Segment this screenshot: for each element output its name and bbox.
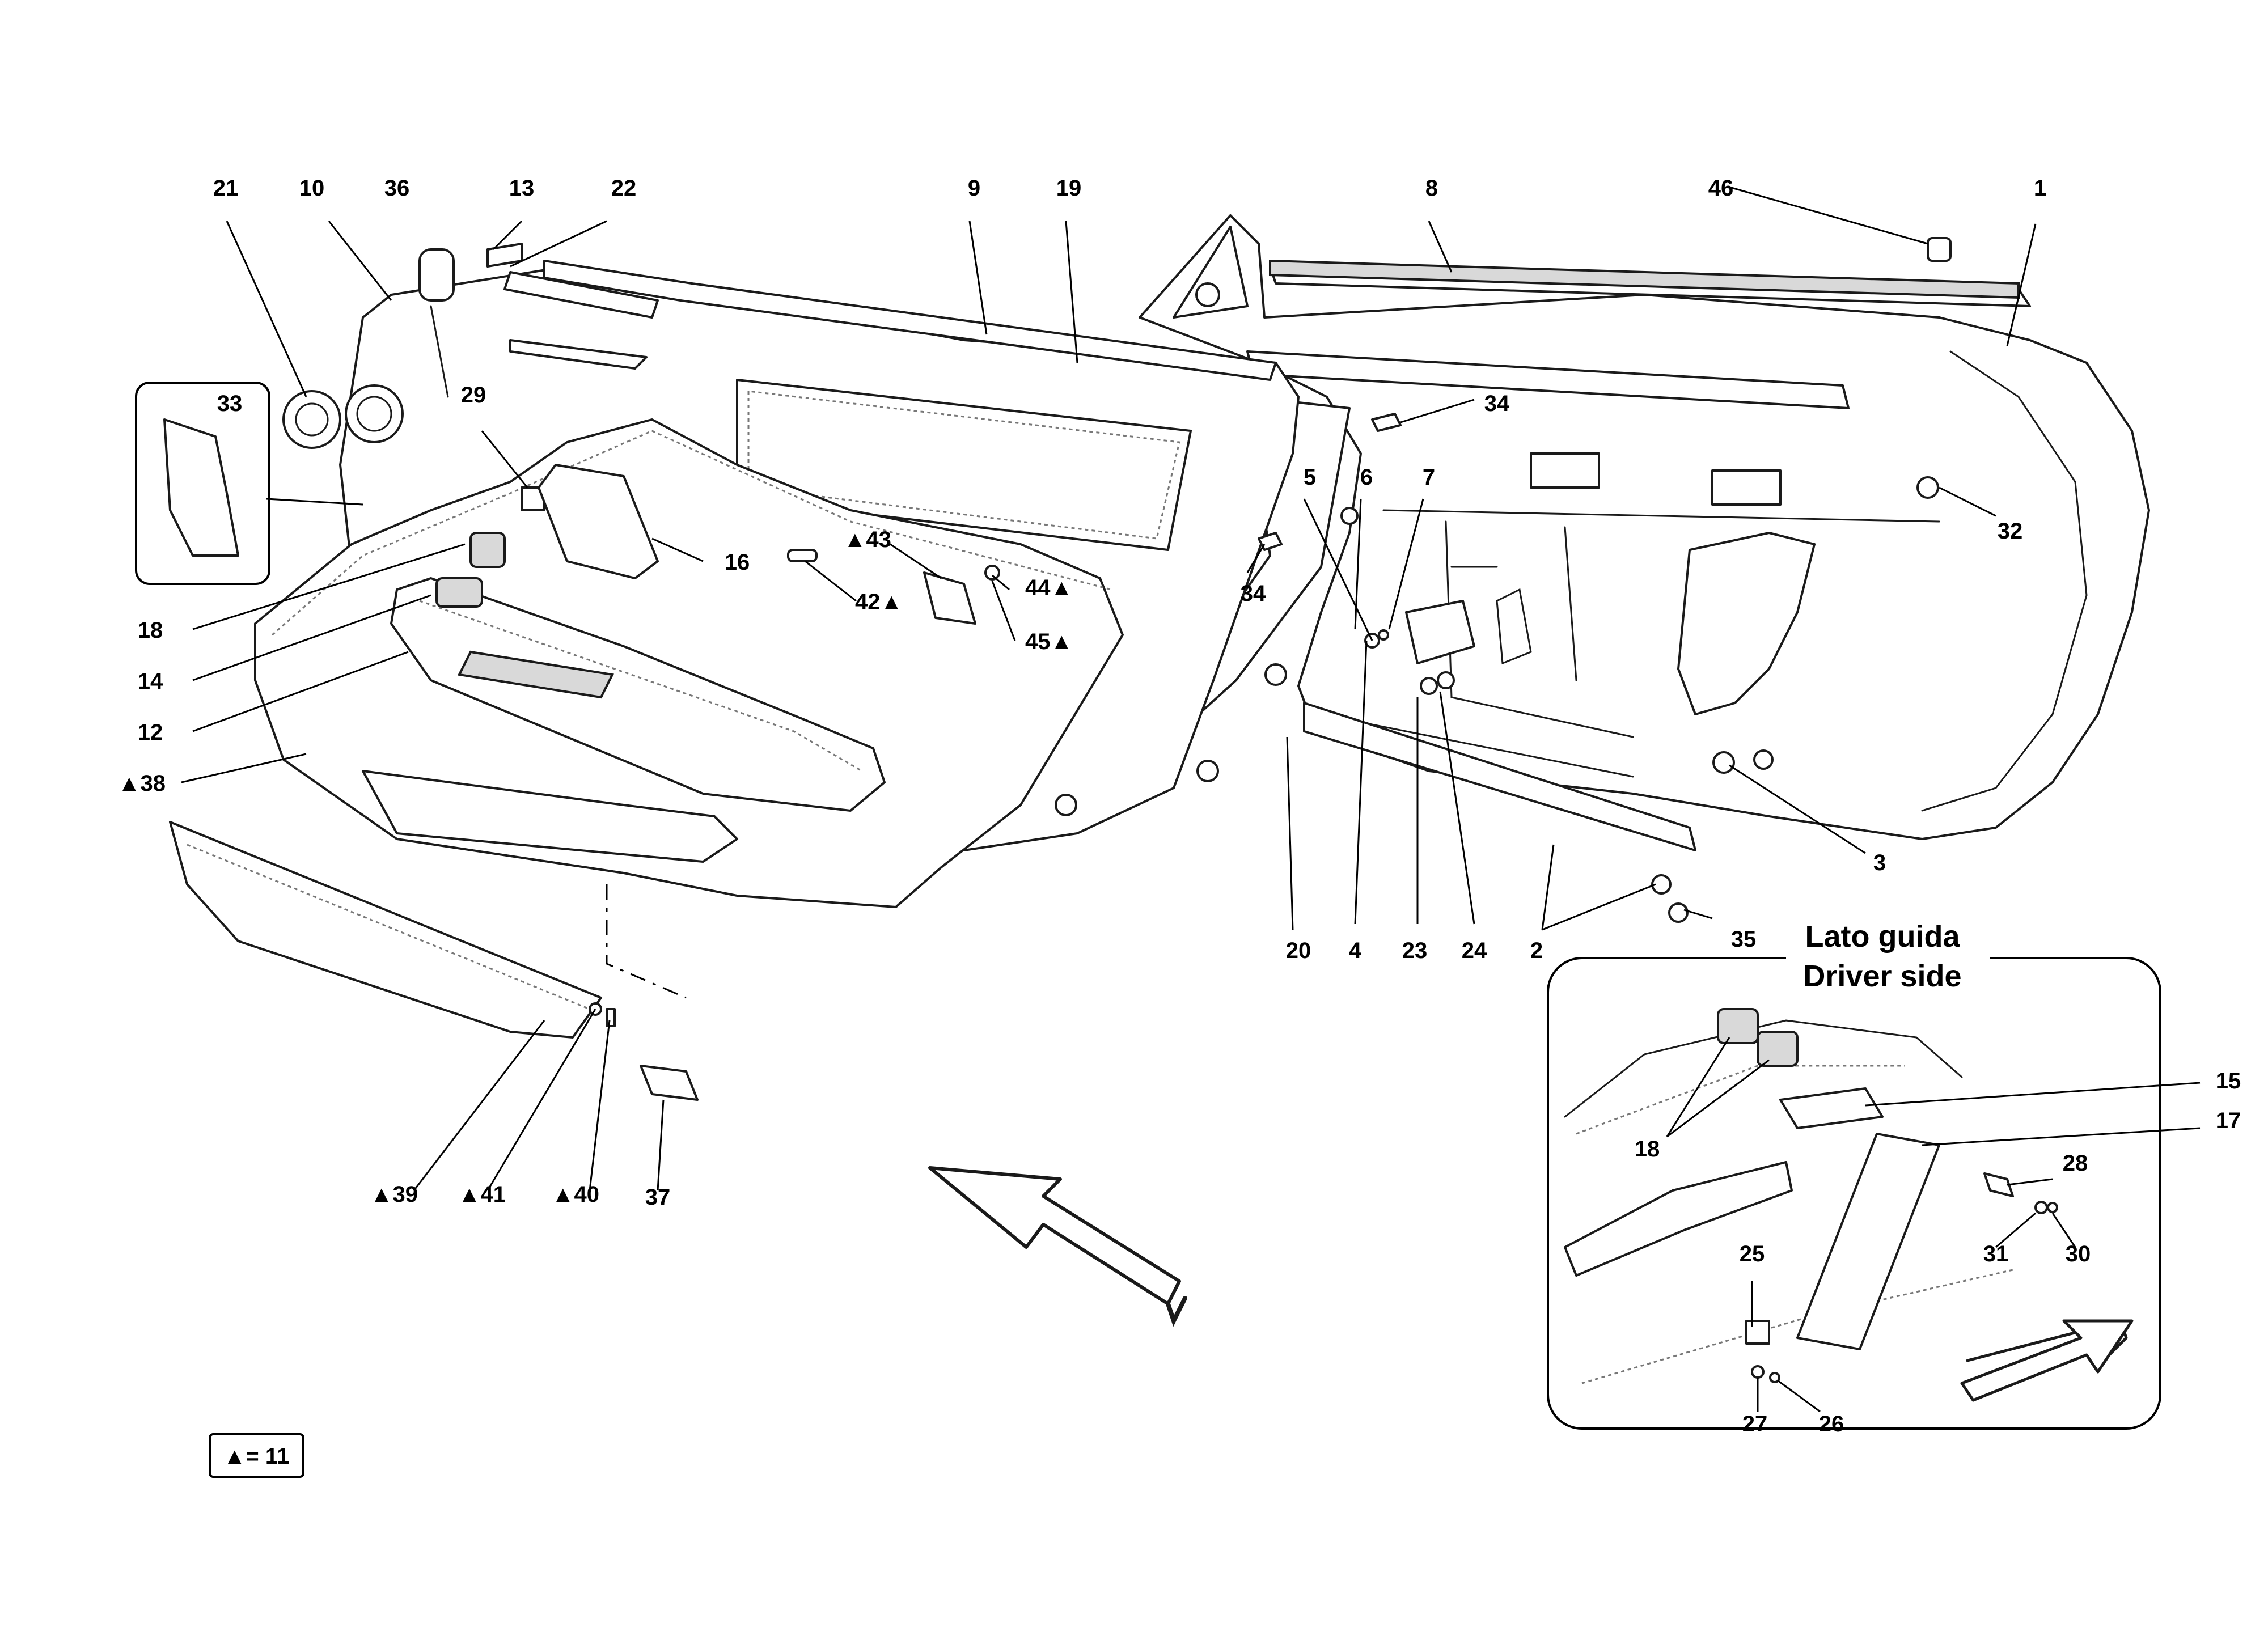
callout-7: 7 xyxy=(1423,465,1435,490)
callout-41: ▲41 xyxy=(458,1182,506,1207)
callout-40: ▲40 xyxy=(552,1182,599,1207)
inset-labels: Lato guida Driver side 15 17 18 25 26 27… xyxy=(1635,920,2241,1437)
legend-text: ▲= 11 xyxy=(223,1444,289,1469)
callout-2: 2 xyxy=(1530,938,1543,963)
callout-24: 24 xyxy=(1462,938,1487,963)
callout-39: ▲39 xyxy=(370,1182,418,1207)
inset-callout-25: 25 xyxy=(1740,1242,1765,1266)
small-parts xyxy=(135,237,1952,1101)
callout-21: 21 xyxy=(213,176,239,201)
inset-callout-15: 15 xyxy=(2216,1069,2241,1094)
callout-32: 32 xyxy=(1998,519,2023,544)
callout-34a: 34 xyxy=(1484,391,1510,416)
inset-callout-28: 28 xyxy=(2063,1151,2088,1176)
callout-22: 22 xyxy=(611,176,637,201)
leader-lines xyxy=(181,186,2037,1191)
callout-19: 19 xyxy=(1056,176,1082,201)
callout-12: 12 xyxy=(138,720,163,745)
inset-callout-17: 17 xyxy=(2216,1108,2241,1133)
callout-44: 44▲ xyxy=(1025,575,1073,600)
callout-46: 46 xyxy=(1708,176,1734,201)
callout-6: 6 xyxy=(1360,465,1373,490)
callout-18: 18 xyxy=(138,618,163,643)
callout-37: 37 xyxy=(645,1185,671,1210)
inset-callout-27: 27 xyxy=(1742,1412,1768,1437)
callout-1: 1 xyxy=(2034,176,2046,201)
callout-43: ▲43 xyxy=(844,527,891,552)
arrow-icon xyxy=(928,1166,1187,1327)
callout-10: 10 xyxy=(299,176,325,201)
callout-35: 35 xyxy=(1731,927,1757,952)
callout-29: 29 xyxy=(461,383,486,408)
inset-callout-30: 30 xyxy=(2066,1242,2091,1266)
callout-38: ▲38 xyxy=(118,771,166,796)
callout-4: 4 xyxy=(1349,938,1362,963)
callout-16: 16 xyxy=(725,550,750,575)
callout-45: 45▲ xyxy=(1025,629,1073,654)
lower-trim-strip xyxy=(169,821,602,1039)
callout-23: 23 xyxy=(1402,938,1428,963)
inset-callout-26: 26 xyxy=(1819,1412,1844,1437)
inset-title-line2: Driver side xyxy=(1803,959,1961,993)
callout-36: 36 xyxy=(384,176,410,201)
inset-leader-lines xyxy=(1666,1037,2201,1413)
callout-8: 8 xyxy=(1425,176,1438,201)
driver-side-inset xyxy=(1547,930,2161,1430)
callout-14: 14 xyxy=(138,669,163,694)
callout-5: 5 xyxy=(1304,465,1316,490)
callout-13: 13 xyxy=(509,176,535,201)
callout-20: 20 xyxy=(1286,938,1311,963)
inset-title-line1: Lato guida xyxy=(1805,920,1961,954)
callout-labels: 1 2 3 4 5 6 7 8 9 10 12 13 14 16 18 19 2… xyxy=(118,176,2046,1210)
door-shell xyxy=(1133,214,2150,851)
callout-3: 3 xyxy=(1873,850,1886,875)
callout-34b: 34 xyxy=(1241,581,1266,606)
callout-9: 9 xyxy=(968,176,980,201)
callout-33: 33 xyxy=(217,391,243,416)
legend: ▲= 11 xyxy=(209,1433,304,1478)
inset-callout-31: 31 xyxy=(1983,1242,2009,1266)
inset-callout-18: 18 xyxy=(1635,1137,1660,1162)
callout-42: 42▲ xyxy=(855,590,903,615)
